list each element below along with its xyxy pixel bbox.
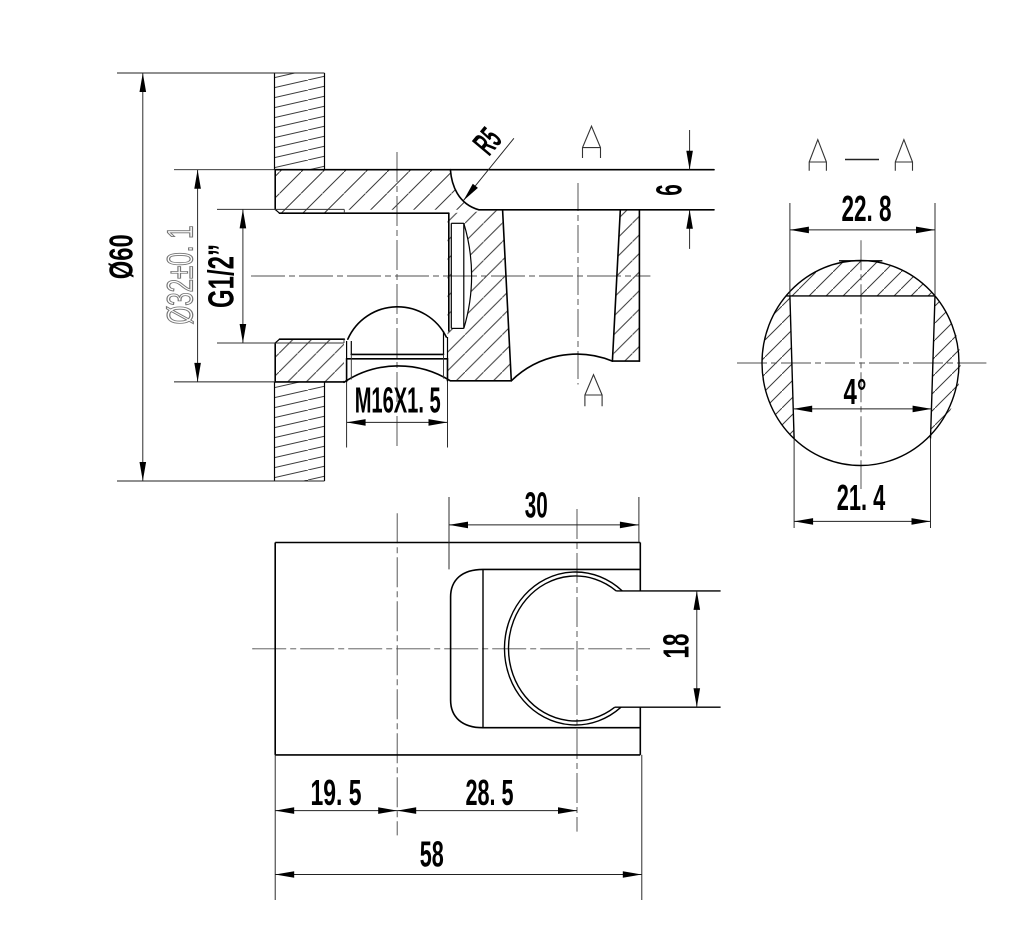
svg-text:6: 6 [649,184,690,196]
svg-text:M16X1. 5: M16X1. 5 [355,380,441,421]
svg-text:58: 58 [420,834,444,875]
svg-text:4°: 4° [844,371,867,412]
svg-text:Ø32±0. 1: Ø32±0. 1 [160,226,201,325]
svg-text:22. 8: 22. 8 [842,188,892,229]
svg-text:19. 5: 19. 5 [311,772,362,813]
svg-text:18: 18 [656,634,697,659]
svg-text:G1/2”: G1/2” [201,244,242,308]
svg-text:30: 30 [525,485,548,526]
svg-text:Ø60: Ø60 [103,234,140,279]
svg-text:28. 5: 28. 5 [466,772,514,813]
svg-text:21. 4: 21. 4 [837,477,886,518]
